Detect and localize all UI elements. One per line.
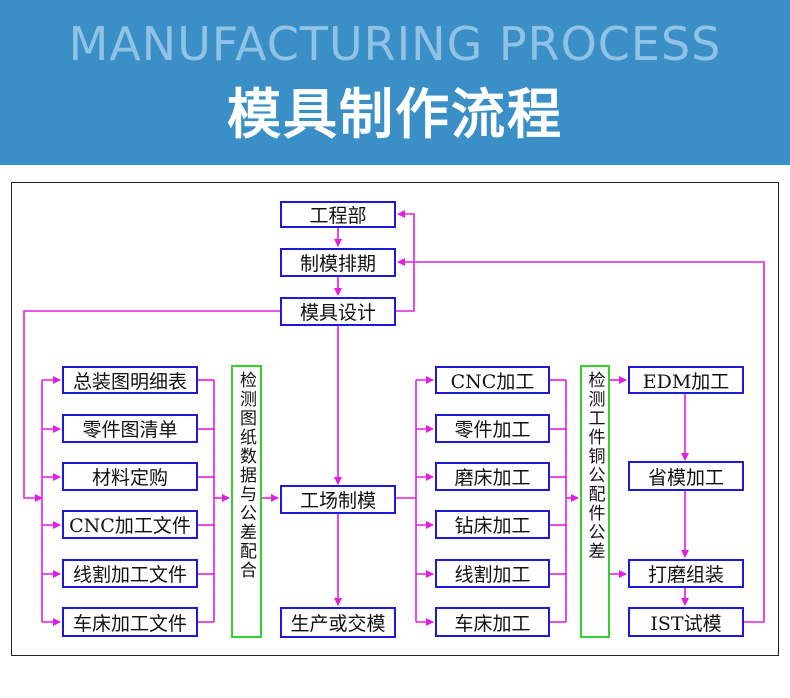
node-check-drawing: 检测图纸数据与公差配合 (231, 365, 262, 638)
node-part-drawing-list: 零件图清单 (62, 414, 198, 443)
node-save-mold-machining: 省模加工 (628, 461, 744, 491)
node-mold-schedule: 制模排期 (280, 248, 396, 277)
arrow-ist-to-schedule (397, 258, 765, 623)
banner-title-chinese: 模具制作流程 (227, 83, 563, 146)
node-engineering-dept: 工程部 (280, 201, 396, 228)
node-drilling-machining: 钻床加工 (435, 510, 550, 539)
node-wire-cut-file: 线割加工文件 (62, 559, 198, 588)
node-wire-cut-machining: 线割加工 (435, 559, 550, 588)
diagram-frame (11, 182, 779, 656)
node-production-or-delivery: 生产或交模 (280, 607, 396, 638)
node-part-machining: 零件加工 (435, 414, 550, 443)
banner-title-english: MANUFACTURING PROCESS (68, 17, 722, 71)
check-parts-label: 检测工件铜公配件公差 (584, 371, 605, 561)
node-mold-design: 模具设计 (280, 297, 396, 326)
node-material-purchase: 材料定购 (62, 462, 198, 491)
node-lathe-file: 车床加工文件 (62, 607, 198, 637)
node-edm-machining: EDM加工 (628, 366, 744, 394)
node-cnc-file: CNC加工文件 (62, 510, 198, 539)
node-polish-assemble: 打磨组装 (628, 559, 744, 588)
node-cnc-machining: CNC加工 (435, 366, 550, 394)
node-factory-molding: 工场制模 (280, 485, 396, 514)
node-assembly-drawing: 总装图明细表 (62, 366, 198, 394)
header-banner: MANUFACTURING PROCESS 模具制作流程 (0, 0, 790, 165)
node-lathe-machining: 车床加工 (435, 607, 550, 637)
check-drawing-label: 检测图纸数据与公差配合 (236, 371, 256, 580)
arrow-design-to-left (23, 310, 280, 502)
node-grinding-machining: 磨床加工 (435, 462, 550, 491)
node-ist-trial: IST试模 (628, 607, 744, 637)
node-check-parts: 检测工件铜公配件公差 (580, 365, 610, 638)
